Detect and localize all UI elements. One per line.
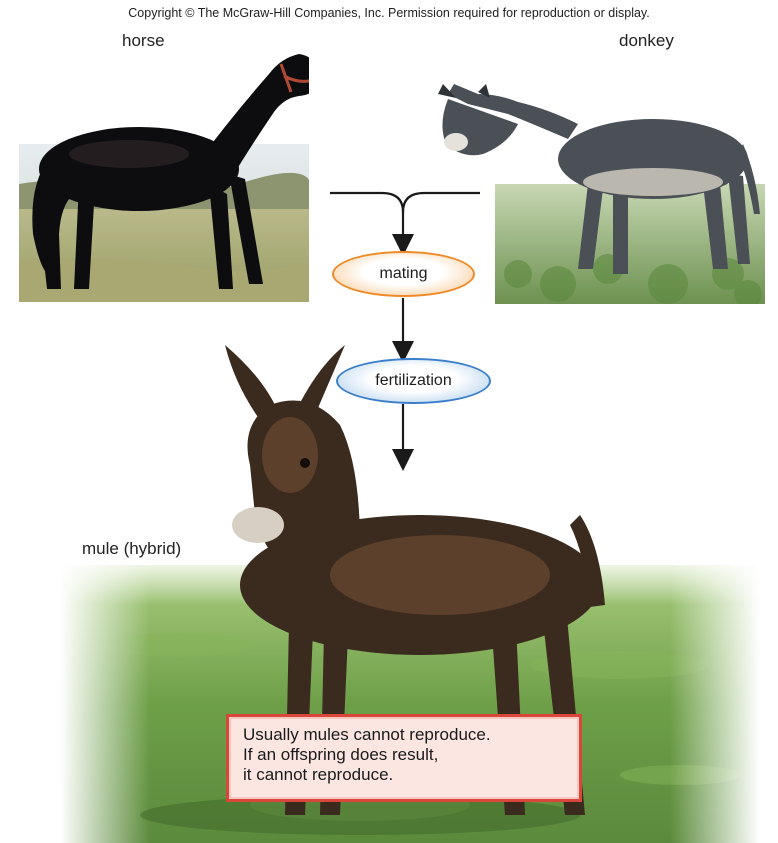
note-line-2: If an offspring does result, xyxy=(243,745,565,765)
horse-photo xyxy=(19,34,309,302)
donkey-label: donkey xyxy=(619,31,674,51)
copyright-notice: Copyright © The McGraw-Hill Companies, I… xyxy=(0,6,778,20)
mating-label: mating xyxy=(379,265,427,283)
mating-step: mating xyxy=(332,251,475,297)
note-box: Usually mules cannot reproduce. If an of… xyxy=(226,714,582,802)
horse-label: horse xyxy=(122,31,165,51)
donkey-photo xyxy=(438,84,765,304)
mule-label: mule (hybrid) xyxy=(82,539,181,559)
fertilization-step: fertilization xyxy=(336,358,491,404)
note-line-1: Usually mules cannot reproduce. xyxy=(243,725,565,745)
note-line-3: it cannot reproduce. xyxy=(243,765,565,785)
fertilization-label: fertilization xyxy=(375,372,451,390)
